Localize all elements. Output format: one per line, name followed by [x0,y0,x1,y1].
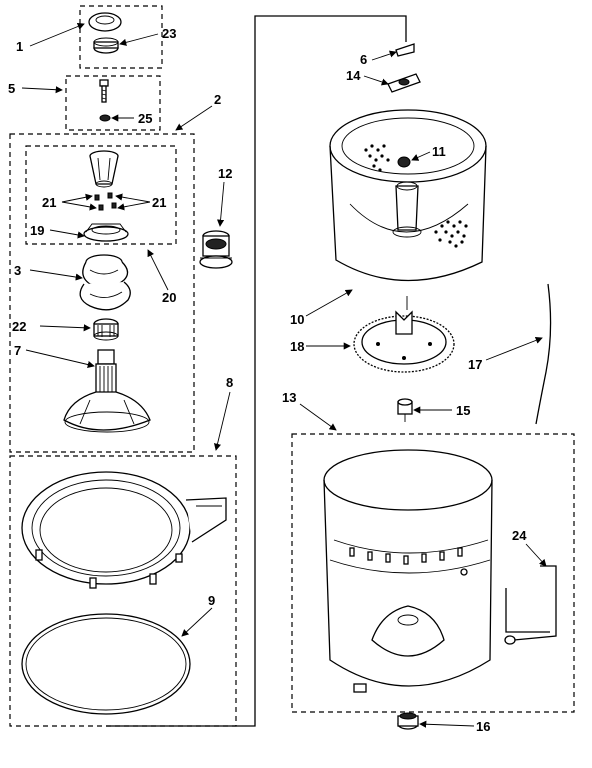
callout-3: 3 [14,263,21,278]
callout-5: 5 [8,81,15,96]
callout-21-left: 21 [42,195,56,210]
agitator-assembly-group-box [9,133,195,453]
callout-12: 12 [218,166,232,181]
part-23-ring [93,37,119,54]
basket-holes [364,144,468,248]
part-5-bolt [99,79,109,103]
part-8-balance-ring [21,471,227,589]
callout-24: 24 [512,528,527,543]
callout-17: 17 [468,357,482,372]
callout-10: 10 [290,312,304,327]
agitator-cap-group-box [79,5,163,69]
callout-20: 20 [162,290,176,305]
callout-6: 6 [360,52,367,67]
callout-23: 23 [162,26,176,41]
ring-group-box [9,455,237,727]
tub-rim-tabs [349,547,463,565]
callout-7: 7 [14,343,21,358]
callout-13: 13 [282,390,296,405]
callout-18: 18 [290,339,304,354]
callout-9: 9 [208,593,215,608]
part-13-tub [323,449,493,693]
part-9-gasket-ring [21,613,191,715]
part-22-bearing [93,318,119,341]
callout-2: 2 [214,92,221,107]
part-15-nut [397,398,413,422]
part-7-agitator-base [63,349,151,433]
part-12-seal [199,230,233,269]
dog-assembly-group-box [25,145,177,245]
part-17-hose [535,283,552,425]
callout-1: 1 [16,39,23,54]
tub-group-box [291,433,575,713]
leader-arrows [21,23,547,728]
callout-11: 11 [432,144,446,159]
callout-16: 16 [476,719,490,734]
part-19-dog-holder [83,223,129,242]
part-cam-cylinder [89,150,119,188]
callout-14: 14 [346,68,361,83]
part-16-nut [397,712,419,730]
part-24-drain-hose [504,565,557,645]
part-14-clamp [387,73,421,93]
part-10-basket [329,109,487,282]
part-21-dogs [94,192,117,211]
part-1-agitator-cap [88,12,122,32]
callout-8: 8 [226,375,233,390]
part-18-hub [353,310,455,373]
callout-21-right: 21 [152,195,166,210]
bolt-group-box [65,75,161,131]
callout-15: 15 [456,403,470,418]
part-6-clip [395,43,415,57]
part-25-washer [99,114,111,122]
callout-25: 25 [138,111,152,126]
callout-19: 19 [30,223,44,238]
callout-22: 22 [12,319,26,334]
part-3-agitator-barrel [79,254,131,311]
